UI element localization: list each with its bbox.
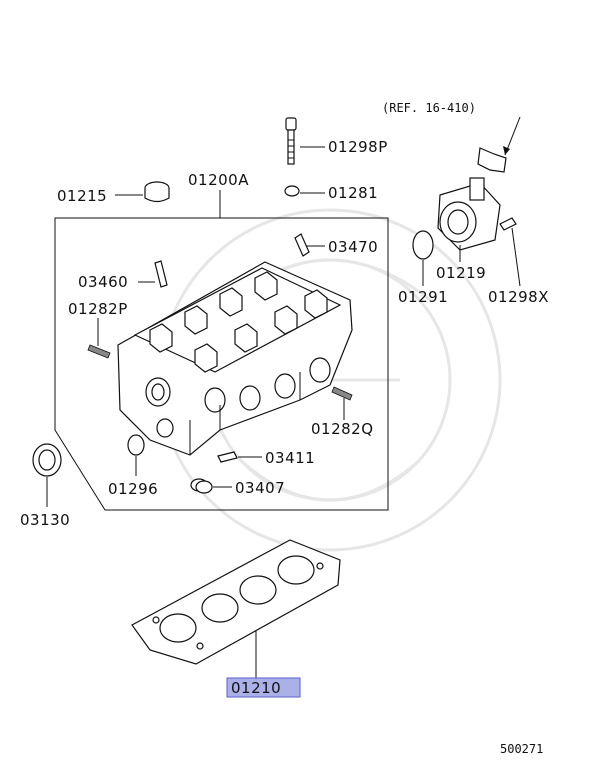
washer-01281[interactable]: [284, 185, 300, 197]
seal-01215[interactable]: [144, 181, 170, 203]
cylinder-head-illustration[interactable]: [117, 261, 353, 456]
leader-01298X: [511, 227, 521, 287]
bolt-01298P[interactable]: [285, 117, 297, 165]
plug-03407[interactable]: [190, 478, 213, 494]
label-03130[interactable]: 03130: [20, 511, 70, 529]
oring-01291[interactable]: [412, 230, 434, 260]
label-01298P[interactable]: 01298P: [328, 138, 388, 156]
label-03470[interactable]: 03470: [328, 238, 378, 256]
label-01282Q[interactable]: 01282Q: [311, 420, 374, 438]
label-03407[interactable]: 03407: [235, 479, 285, 497]
highlight-01210: [226, 677, 301, 698]
label-01210[interactable]: 01210: [231, 679, 281, 697]
seal-03130[interactable]: [32, 443, 62, 477]
label-01215[interactable]: 01215: [57, 187, 107, 205]
diagram-id: 500271: [500, 742, 543, 756]
ring-01296[interactable]: [127, 434, 145, 456]
stud-01282P[interactable]: [87, 344, 111, 359]
ref-arrow-icon: [503, 146, 510, 155]
head-gasket-01210[interactable]: [131, 539, 341, 665]
label-01200A[interactable]: 01200A: [188, 171, 249, 189]
stud-01282Q[interactable]: [331, 386, 353, 401]
housing-01219[interactable]: [437, 177, 501, 251]
sensor-ref[interactable]: [477, 147, 507, 173]
label-01282P[interactable]: 01282P: [68, 300, 128, 318]
label-01281[interactable]: 01281: [328, 184, 378, 202]
plug-03411[interactable]: [217, 451, 238, 463]
label-03460[interactable]: 03460: [78, 273, 128, 291]
ref-label[interactable]: (REF. 16-410): [382, 101, 476, 115]
label-03411[interactable]: 03411: [265, 449, 315, 467]
label-01291[interactable]: 01291: [398, 288, 448, 306]
pin-03460[interactable]: [154, 260, 168, 288]
label-01296[interactable]: 01296: [108, 480, 158, 498]
label-01298X[interactable]: 01298X: [488, 288, 549, 306]
bolt-01298X[interactable]: [499, 217, 517, 231]
assembly-bracket: [54, 217, 389, 511]
label-01219[interactable]: 01219: [436, 264, 486, 282]
pin-03470[interactable]: [294, 233, 310, 257]
